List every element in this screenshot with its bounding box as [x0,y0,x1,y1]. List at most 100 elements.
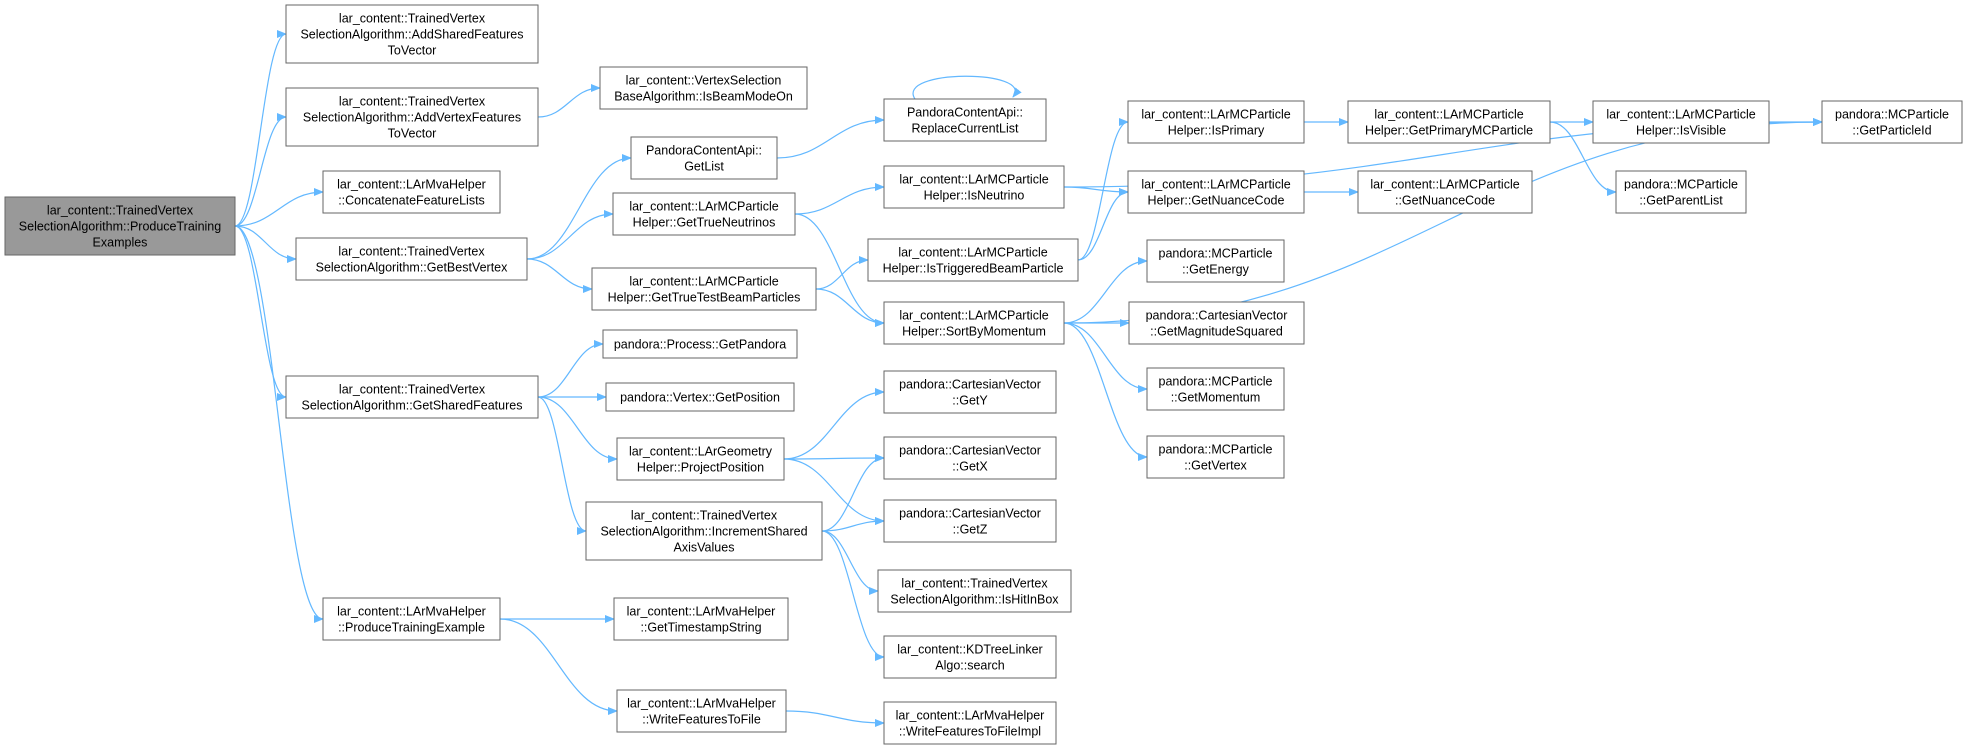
node-box [630,136,778,180]
node-box [1146,435,1285,479]
node-label-line: ::GetX [952,460,988,474]
node-isNeut[interactable]: lar_content::LArMCParticleHelper::IsNeut… [883,165,1065,209]
node-getY[interactable]: pandora::CartesianVector::GetY [883,370,1057,414]
node-label-line: pandora::MCParticle [1159,375,1273,389]
node-label-line: lar_content::KDTreeLinker [897,643,1042,657]
node-label-line: pandora::Process::GetPandora [614,338,786,352]
node-primMC[interactable]: lar_content::LArMCParticleHelper::GetPri… [1347,100,1551,144]
edge-projPos-to-getZ [783,458,885,525]
node-box [285,375,539,419]
node-root: lar_content::TrainedVertexSelectionAlgor… [4,196,236,256]
node-box [322,597,501,641]
node-label-line: ::GetParticleId [1852,124,1931,138]
node-box [877,569,1072,613]
edge-getBest-to-trueTB [526,258,593,293]
node-box [616,437,785,481]
node-label-line: ::GetZ [953,523,988,537]
node-getX[interactable]: pandora::CartesianVector::GetX [883,436,1057,480]
node-label-line: SelectionAlgorithm::IsHitInBox [890,593,1059,607]
node-label-line: Helper::SortByMomentum [902,325,1046,339]
node-isPrimary[interactable]: lar_content::LArMCParticleHelper::IsPrim… [1127,100,1305,144]
node-box [599,66,808,110]
edge-replaceList-to-replaceList [912,75,1022,100]
node-label-line: lar_content::LArMCParticle [899,309,1048,323]
edge-trueNeut-to-sortMom [794,213,885,327]
node-writeF[interactable]: lar_content::LArMvaHelper::WriteFeatures… [616,689,787,733]
node-getList[interactable]: PandoraContentApi::GetList [630,136,778,180]
node-label-line: Helper::IsPrimary [1168,124,1265,138]
edge-sortMom-to-getEnergy [1063,257,1148,324]
node-label-line: ::WriteFeaturesToFileImpl [899,725,1041,739]
node-box [867,238,1079,282]
node-nuance[interactable]: lar_content::LArMCParticleHelper::GetNua… [1127,170,1305,214]
node-isBeam[interactable]: lar_content::VertexSelectionBaseAlgorith… [599,66,808,110]
node-getZ[interactable]: pandora::CartesianVector::GetZ [883,499,1057,543]
edge-trueTB-to-isTrig [815,256,869,290]
node-particleId[interactable]: pandora::MCParticle::GetParticleId [1821,100,1963,144]
node-label-line: ::GetMomentum [1171,391,1261,405]
node-getEnergy[interactable]: pandora::MCParticle::GetEnergy [1146,239,1285,283]
node-trueTB[interactable]: lar_content::LArMCParticleHelper::GetTru… [591,267,817,311]
node-getMom[interactable]: pandora::MCParticle::GetMomentum [1146,367,1285,411]
node-label-line: lar_content::LArMvaHelper [337,178,486,192]
node-label-line: lar_content::LArMCParticle [899,173,1048,187]
node-label-line: ToVector [388,127,437,141]
node-isTrig[interactable]: lar_content::LArMCParticleHelper::IsTrig… [867,238,1079,282]
node-box [1357,170,1533,214]
edge-root-to-getBest [234,225,297,263]
node-label-line: SelectionAlgorithm::ProduceTraining [19,220,221,234]
edge-projPos-to-getX [783,454,885,463]
node-getPandora[interactable]: pandora::Process::GetPandora [602,329,798,359]
edge-root-to-addVertex [234,113,287,227]
node-label-line: Helper::GetPrimaryMCParticle [1365,124,1533,138]
node-getBest[interactable]: lar_content::TrainedVertexSelectionAlgor… [295,237,528,281]
node-box [883,301,1065,345]
node-sortMom[interactable]: lar_content::LArMCParticleHelper::SortBy… [883,301,1065,345]
node-trueNeut[interactable]: lar_content::LArMCParticleHelper::GetTru… [612,192,796,236]
node-box [295,237,528,281]
node-getPos[interactable]: pandora::Vertex::GetPosition [605,382,795,412]
node-magSq[interactable]: pandora::CartesianVector::GetMagnitudeSq… [1128,301,1305,345]
edge-projPos-to-getY [783,388,885,460]
node-label-line: pandora::MCParticle [1835,108,1949,122]
node-isHit[interactable]: lar_content::TrainedVertexSelectionAlgor… [877,569,1072,613]
node-label-line: lar_content::TrainedVertex [339,12,486,26]
node-parentList[interactable]: pandora::MCParticle::GetParentList [1615,170,1747,214]
edge-addVertex-to-isBeam [537,84,601,118]
node-concat[interactable]: lar_content::LArMvaHelper::ConcatenateFe… [322,170,501,214]
node-projPos[interactable]: lar_content::LArGeometryHelper::ProjectP… [616,437,785,481]
node-addShared[interactable]: lar_content::TrainedVertexSelectionAlgor… [285,4,539,64]
edge-getList-to-replaceList [776,116,885,159]
node-box [616,689,787,733]
node-label-line: lar_content::LArMvaHelper [627,605,776,619]
node-label-line: lar_content::LArMCParticle [1370,178,1519,192]
node-label-line: ::ConcatenateFeatureLists [338,194,485,208]
node-produceEx[interactable]: lar_content::LArMvaHelper::ProduceTraini… [322,597,501,641]
edge-getSharedF-to-projPos [537,396,618,463]
edge-primMC-to-parentList [1549,121,1617,196]
node-label-line: Helper::GetNuanceCode [1148,194,1285,208]
node-label-line: lar_content::TrainedVertex [631,509,778,523]
node-label-line: SelectionAlgorithm::GetBestVertex [316,261,509,275]
node-getVertex[interactable]: pandora::MCParticle::GetVertex [1146,435,1285,479]
node-label-line: PandoraContentApi:: [646,144,762,158]
node-label-line: ::GetEnergy [1182,263,1249,277]
node-addVertex[interactable]: lar_content::TrainedVertexSelectionAlgor… [285,87,539,147]
node-timestamp[interactable]: lar_content::LArMvaHelper::GetTimestampS… [613,597,789,641]
node-box [602,329,798,359]
edge-isTrig-to-nuance [1077,188,1129,261]
node-replaceList[interactable]: PandoraContentApi::ReplaceCurrentList [883,98,1047,142]
node-box [1821,100,1963,144]
node-label-line: SelectionAlgorithm::IncrementShared [600,525,807,539]
node-isVisible[interactable]: lar_content::LArMCParticleHelper::IsVisi… [1592,100,1770,144]
node-getSharedF[interactable]: lar_content::TrainedVertexSelectionAlgor… [285,375,539,419]
node-box [4,196,236,256]
node-label-line: SelectionAlgorithm::AddVertexFeatures [303,111,521,125]
node-mcNuance[interactable]: lar_content::LArMCParticle::GetNuanceCod… [1357,170,1533,214]
node-box [1127,170,1305,214]
node-incAxis[interactable]: lar_content::TrainedVertexSelectionAlgor… [585,501,823,561]
node-label-line: SelectionAlgorithm::GetSharedFeatures [302,399,523,413]
node-writeImpl[interactable]: lar_content::LArMvaHelper::WriteFeatures… [883,701,1057,745]
